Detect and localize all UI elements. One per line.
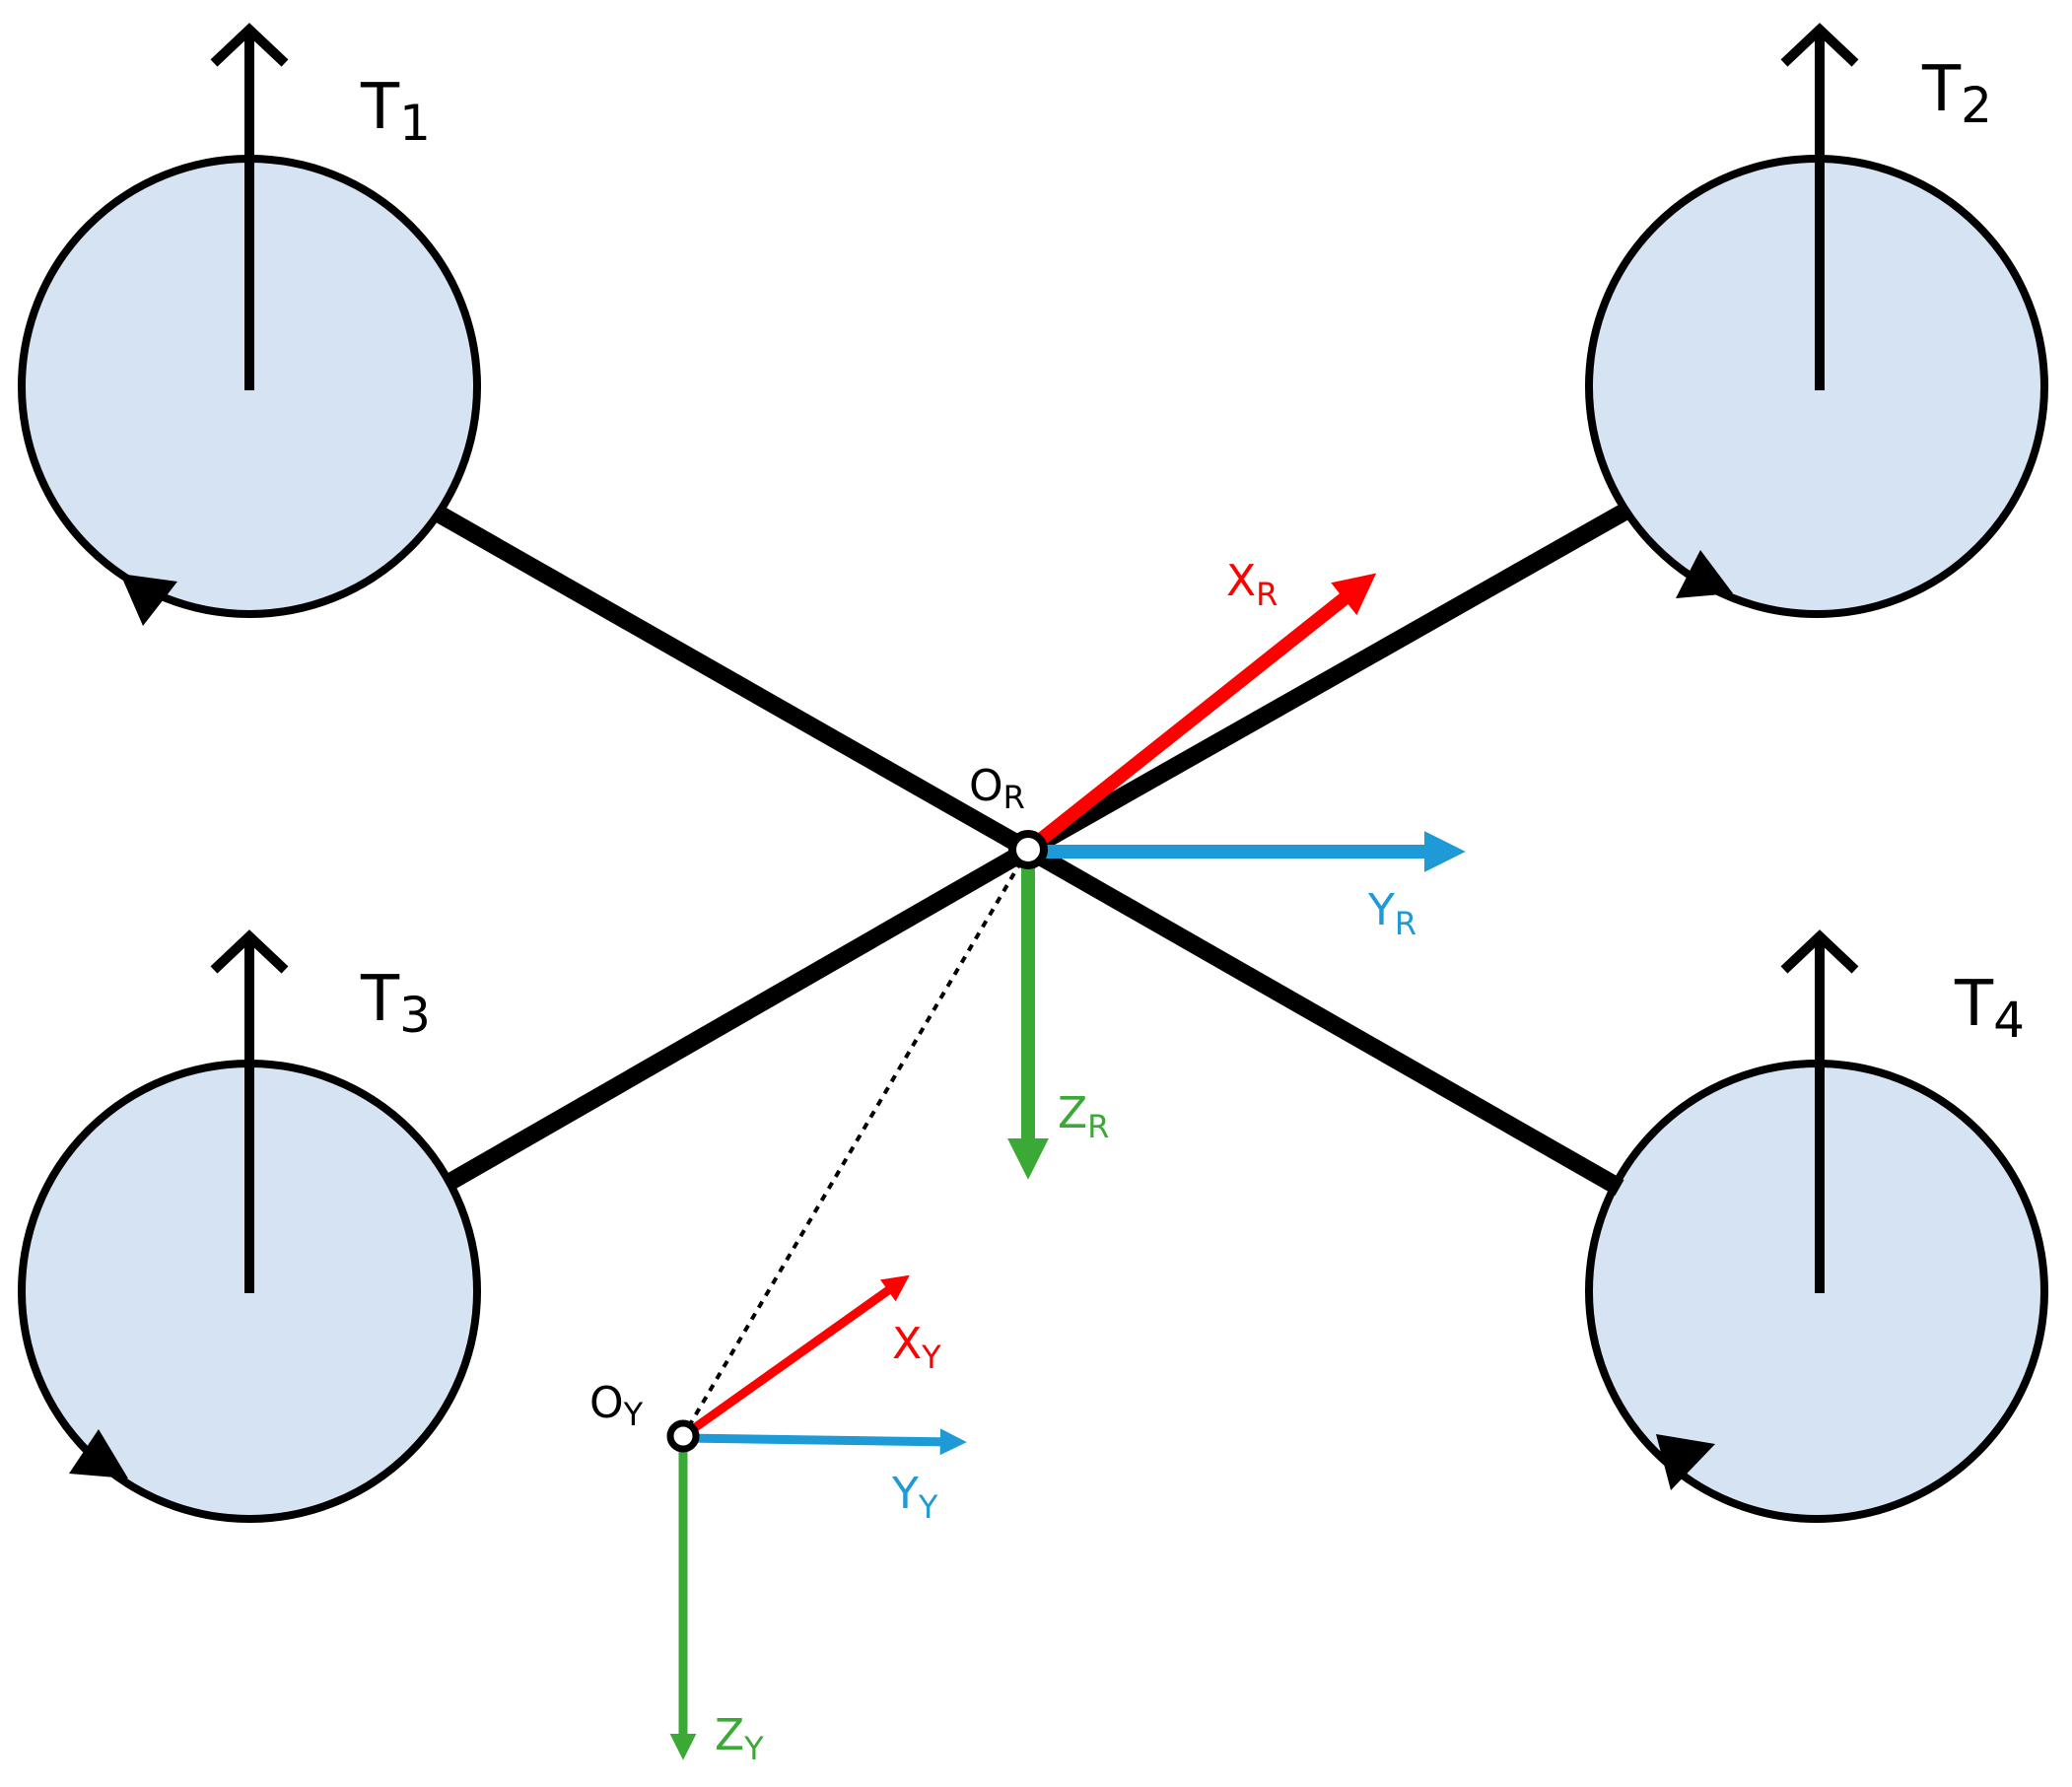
frame-r-x-label: XR bbox=[1226, 556, 1278, 613]
thrust-label-1: T1 bbox=[360, 71, 431, 152]
frame-y-z-label: ZY bbox=[715, 1710, 764, 1767]
thrust-label-3: T3 bbox=[360, 963, 431, 1044]
rotor-4-rotation-arrowhead bbox=[1656, 1434, 1715, 1490]
thrust-label-4: T4 bbox=[1954, 968, 2025, 1049]
frame-y-origin-point bbox=[666, 1419, 700, 1453]
arm-4 bbox=[1023, 842, 1624, 1196]
arm-1 bbox=[432, 505, 1033, 858]
frame-y-y-axis bbox=[682, 1428, 967, 1456]
rotor-3-rotation-arrowhead bbox=[69, 1429, 128, 1478]
thrust-arrow-3 bbox=[210, 929, 289, 1293]
frame-r-y-label: YR bbox=[1367, 885, 1416, 942]
frame-y-x-label: XY bbox=[892, 1319, 941, 1376]
origin-link-dashed bbox=[681, 848, 1030, 1438]
thrust-arrow-4 bbox=[1780, 929, 1859, 1293]
frame-r-x-axis bbox=[1023, 573, 1377, 856]
frame-y-y-label: YY bbox=[891, 1469, 938, 1526]
frame-r-origin-point bbox=[1008, 830, 1048, 869]
frame-r-origin-label: OR bbox=[969, 761, 1025, 816]
frame-r-z-label: ZR bbox=[1058, 1088, 1109, 1145]
thrust-arrow-1 bbox=[210, 23, 289, 390]
arm-3 bbox=[444, 842, 1033, 1191]
thrust-label-2: T2 bbox=[1921, 53, 1992, 134]
arm-2 bbox=[1023, 503, 1631, 858]
rotor-2-rotation-arrowhead bbox=[1676, 550, 1733, 598]
thrust-arrow-2 bbox=[1780, 23, 1859, 390]
frame-y-x-axis bbox=[680, 1274, 910, 1440]
frame-y-origin-label: OY bbox=[589, 1378, 644, 1433]
rotor-1-rotation-arrowhead bbox=[120, 574, 177, 626]
